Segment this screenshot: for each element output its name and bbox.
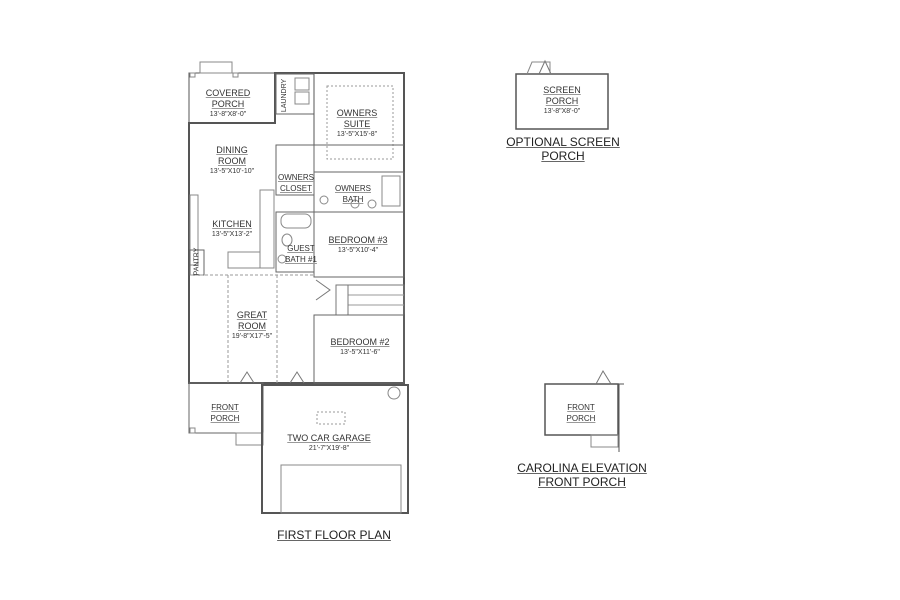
room-label-bedroom-3: BEDROOM #3 13'-5"X10'-4" (328, 235, 388, 254)
room-label-front-porch: FRONT PORCH (210, 403, 240, 423)
room-label-great-room: GREAT ROOM 19'-8"X17'-5" (231, 310, 273, 340)
room-label-covered-porch: COVERED PORCH 13'-8"X8'-0" (205, 88, 251, 118)
carolina-porch-outline (544, 383, 619, 436)
room-label-screen-porch: SCREEN PORCH 13'-8"X8'-0" (543, 85, 581, 115)
room-label-owners-closet: OWNERS CLOSET (278, 173, 314, 193)
room-label-carolina-front-porch: FRONT PORCH (566, 403, 596, 423)
room-label-dining-room: DINING ROOM 13'-5"X10'-10" (209, 145, 255, 175)
optional-screen-porch-title: OPTIONAL SCREEN PORCH (506, 135, 620, 163)
room-label-kitchen: KITCHEN 13'-5"X13'-2" (211, 219, 253, 238)
plan-title: FIRST FLOOR PLAN (277, 528, 391, 542)
carolina-elevation-title: CAROLINA ELEVATION FRONT PORCH (517, 461, 647, 489)
room-label-guest-bath: GUEST BATH #1 (285, 244, 317, 264)
room-label-bedroom-2: BEDROOM #2 13'-5"X11'-6" (330, 337, 390, 356)
room-label-garage: TWO CAR GARAGE 21'-7"X19'-8" (287, 433, 371, 452)
room-label-owners-bath: OWNERS BATH (335, 184, 371, 204)
room-label-owners-suite: OWNERS SUITE 13'-5"X15'-8" (336, 108, 378, 138)
room-label-pantry: PANTRY (193, 247, 201, 276)
room-label-laundry: LAUNDRY (281, 78, 289, 113)
screen-porch-outline (515, 73, 609, 130)
